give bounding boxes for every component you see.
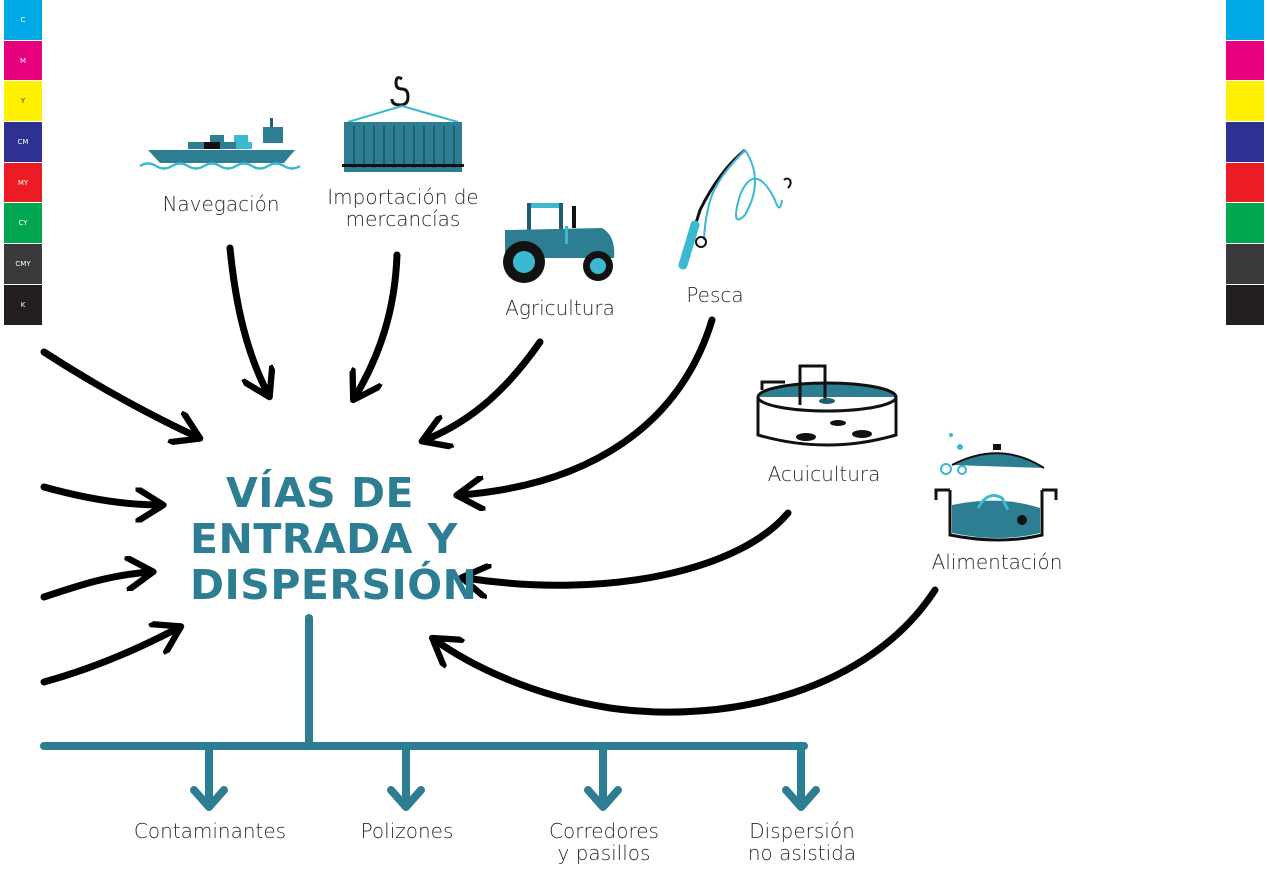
arrow-left-2: [40, 483, 160, 505]
output-tree: [40, 614, 820, 811]
arrow-left-3: [40, 572, 150, 601]
swatch-cm: CM: [4, 122, 42, 163]
label-importacion-line-1: Importación de: [327, 185, 479, 209]
arrow-alimentacion: [435, 586, 939, 716]
label-contaminantes: Contaminantes: [133, 819, 287, 843]
swatch-right-k: [1226, 284, 1264, 326]
title-line-3: DISPERSIÓN: [190, 561, 478, 609]
label-polizones: Polizones: [360, 819, 454, 843]
label-corredores-line-2: y pasillos: [557, 841, 651, 865]
swatch-c: C: [4, 0, 42, 41]
swatch-y: Y: [4, 81, 42, 123]
swatch-k: K: [4, 284, 42, 326]
swatch-m: M: [4, 40, 42, 82]
tractor-icon: [503, 203, 615, 283]
swatch-right-y: [1226, 81, 1264, 123]
color-bar-left: C M Y CM MY CY CMY K: [4, 0, 42, 326]
aquaculture-icon: [756, 364, 898, 447]
arrow-left-4: [40, 628, 178, 686]
swatch-right-m: [1226, 40, 1264, 82]
swatch-right-cm: [1226, 122, 1264, 163]
container-icon: [342, 76, 464, 172]
arrow-pesca: [460, 316, 716, 495]
swatch-right-c: [1226, 0, 1264, 41]
label-corredores-line-1: Corredores: [549, 819, 659, 843]
title-line-2: ENTRADA Y: [190, 515, 458, 563]
swatch-my: MY: [4, 162, 42, 204]
title-line-1: VÍAS DE: [225, 469, 415, 517]
label-alimentacion: Alimentación: [931, 550, 1063, 574]
page-title: VÍAS DE ENTRADA Y DISPERSIÓN: [190, 469, 478, 609]
label-dispersion: Dispersión no asistida: [740, 820, 864, 864]
cooking-pot-icon: [934, 433, 1058, 542]
arrow-navegacion: [226, 244, 268, 394]
swatch-right-my: [1226, 162, 1264, 204]
fishing-rod-icon: [678, 148, 792, 270]
label-corredores: Corredores y pasillos: [538, 820, 670, 864]
arrow-importacion: [355, 251, 401, 397]
swatch-cmy: CMY: [4, 244, 42, 285]
swatch-cy: CY: [4, 203, 42, 245]
ship-icon: [139, 118, 301, 170]
label-agricultura: Agricultura: [505, 296, 615, 320]
arrow-agricultura: [425, 338, 544, 440]
label-importacion-line-2: mercancías: [345, 207, 461, 231]
label-dispersion-line-1: Dispersión: [749, 819, 855, 843]
arrow-left-1: [40, 348, 197, 437]
swatch-right-cy: [1226, 203, 1264, 245]
arrow-acuicultura: [465, 509, 792, 585]
swatch-right-cmy: [1226, 244, 1264, 285]
label-pesca: Pesca: [686, 283, 744, 307]
color-bar-right: [1226, 0, 1264, 326]
label-navegacion: Navegación: [162, 192, 280, 216]
label-dispersion-line-2: no asistida: [747, 841, 857, 865]
label-importacion: Importación de mercancías: [322, 186, 484, 230]
label-acuicultura: Acuicultura: [767, 462, 881, 486]
